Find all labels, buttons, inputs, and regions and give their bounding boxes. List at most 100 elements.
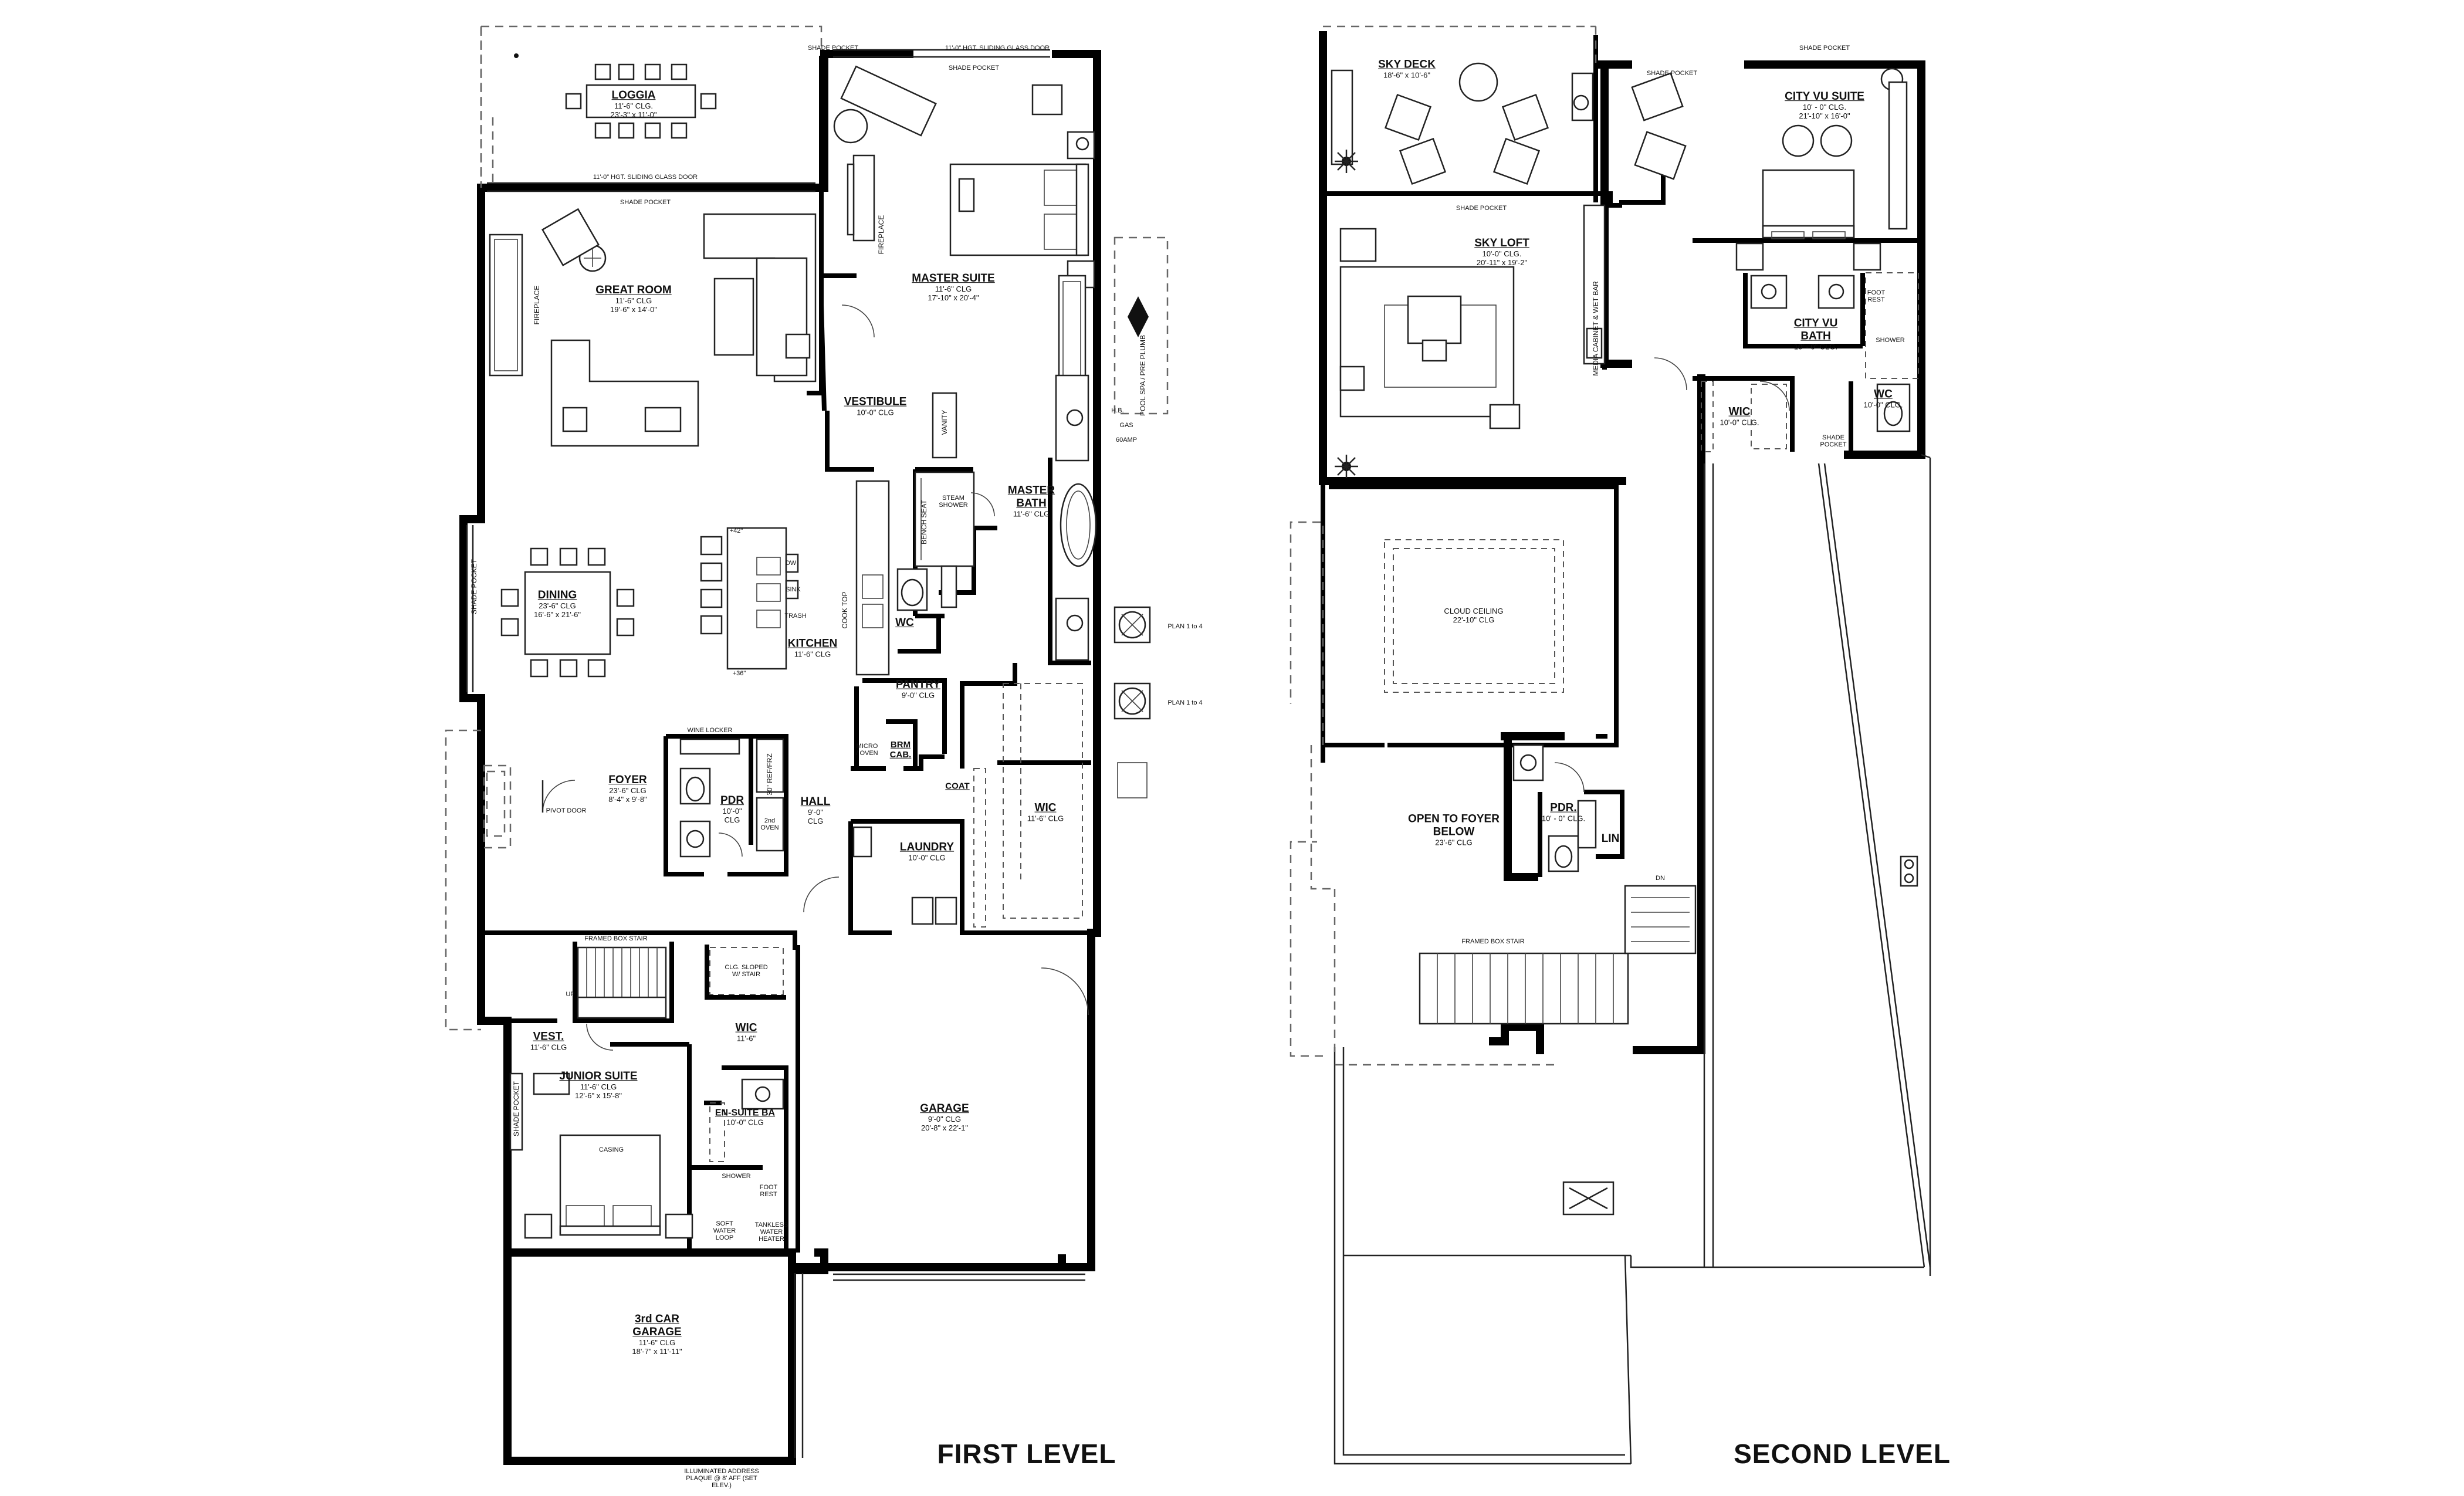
note-foot-rest-2: FOOT REST xyxy=(1867,289,1886,303)
loggia-table xyxy=(585,84,696,119)
room-label-pdr-1: PDR 10'-0" CLG xyxy=(720,794,744,824)
note-pivot-door: PIVOT DOOR xyxy=(546,807,587,814)
note-trash: TRASH xyxy=(784,612,807,620)
room-label-kitchen: KITCHEN 11'-6" CLG xyxy=(787,637,838,659)
note-plan-1: PLAN 1 to 4 xyxy=(1167,622,1203,630)
steam-shower xyxy=(914,471,975,567)
note-fireplace-great-room: FIREPLACE xyxy=(533,285,541,325)
second-level-plan xyxy=(1289,25,1931,1465)
note-60amp: 60AMP xyxy=(1115,436,1138,444)
note-shade-pocket-6: SHADE POCKET xyxy=(1456,204,1507,212)
note-framed-box-stair-2: FRAMED BOX STAIR xyxy=(1461,937,1525,945)
room-label-sky-deck: SKY DECK 18'-6" x 10'-6" xyxy=(1378,58,1436,80)
note-soft-water: SOFT WATER LOOP xyxy=(713,1220,736,1242)
note-clg-slope: CLG. SLOPED W/ STAIR xyxy=(725,963,768,978)
note-shade-pocket-4: SHADE POCKET xyxy=(1646,69,1698,77)
note-sliding-door-2: 11'-0" HGT. SLIDING GLASS DOOR xyxy=(593,173,698,181)
dining-table xyxy=(524,571,611,655)
note-fireplace-master: FIREPLACE xyxy=(877,215,885,255)
room-label-great-room: GREAT ROOM 11'-6" CLG 19'-6" x 14'-0" xyxy=(595,284,672,314)
room-label-master-bath: MASTER BATH 11'-6" CLG xyxy=(1007,484,1055,519)
note-foot-rest: FOOT REST xyxy=(759,1183,778,1198)
room-label-pantry: PANTRY 9'-0" CLG xyxy=(896,678,940,700)
note-framed-box-stair-1: FRAMED BOX STAIR xyxy=(584,935,648,942)
note-vanity: VANITY xyxy=(940,409,949,435)
note-address-plaque: ILLUMINATED ADDRESS PLAQUE @ 8' AFF (SET… xyxy=(684,1467,759,1490)
room-label-pdr-2: PDR. 10' - 0" CLG. xyxy=(1541,801,1586,823)
room-label-loggia: LOGGIA 11'-6" CLG. 23'-3" x 11'-0" xyxy=(610,89,657,119)
room-label-wc-2: WC 10'-0" CLG. xyxy=(1863,388,1903,409)
note-dw: DW xyxy=(785,559,797,567)
master-fireplace xyxy=(852,154,875,242)
second-stair xyxy=(1419,885,1697,1025)
room-label-city-vu-bath: CITY VU BATH 10' - 0" CLG. xyxy=(1793,317,1838,351)
room-label-hall: HALL 9'-0" CLG xyxy=(800,796,831,825)
note-second-oven: 2nd OVEN xyxy=(760,817,779,831)
level-title-first: FIRST LEVEL xyxy=(937,1439,1116,1469)
note-shade-pocket-5: SHADE POCKET xyxy=(1799,44,1850,52)
room-label-vestibule: VESTIBULE 10'-0" CLG xyxy=(844,395,907,417)
room-label-coat: COAT xyxy=(945,781,970,791)
note-hb: H.B. xyxy=(1111,407,1124,414)
note-shade-pocket-1: SHADE POCKET xyxy=(807,44,859,52)
room-label-sky-loft: SKY LOFT 10'-0" CLG. 20'-11" x 19'-2" xyxy=(1474,237,1529,267)
vanity xyxy=(932,392,957,459)
room-label-city-vu-suite: CITY VU SUITE 10' - 0" CLG. 21'-10" x 16… xyxy=(1785,90,1864,120)
room-label-garage: GARAGE 9'-0" CLG 20'-8" x 22'-1" xyxy=(920,1102,969,1132)
ref-frz xyxy=(756,738,784,793)
room-label-open-to-foyer: OPEN TO FOYER BELOW 23'-6" CLG xyxy=(1408,813,1500,847)
cooktop-counter xyxy=(855,480,890,676)
note-steam-shower: STEAM SHOWER xyxy=(939,494,968,509)
plant-icon xyxy=(1335,150,1358,173)
room-label-wic-2: WIC 10'-0" CLG. xyxy=(1720,405,1759,427)
note-cook-top: COOK TOP xyxy=(841,591,849,629)
fireplace xyxy=(489,233,523,377)
note-micro-oven: MICRO / OVEN xyxy=(856,742,878,757)
room-label-lin: LIN xyxy=(1601,832,1620,845)
note-plus42: +42" xyxy=(729,527,743,534)
note-plus36: +36" xyxy=(732,669,746,677)
room-label-vest: VEST. 11'-6" CLG xyxy=(530,1030,567,1052)
pool-spa-area xyxy=(1113,236,1169,415)
note-sliding-door-1: 11'-0" HGT. SLIDING GLASS DOOR xyxy=(945,44,1050,52)
bathtub xyxy=(1060,483,1097,567)
cloud-ceiling-outline xyxy=(1384,539,1564,693)
junior-bed xyxy=(559,1134,661,1236)
note-media-cabinet: MEDIA CABINET & WET BAR xyxy=(1592,281,1600,376)
room-label-master-suite: MASTER SUITE 11'-6" CLG 17'-10" x 20'-4" xyxy=(912,272,995,302)
room-label-foyer: FOYER 23'-6" CLG 8'-4" x 9'-8" xyxy=(608,774,647,804)
note-casing: CASING xyxy=(598,1146,624,1153)
note-dn: DN xyxy=(1656,874,1665,882)
pool-spa-icon xyxy=(1128,296,1149,337)
note-gas: GAS xyxy=(1119,421,1133,429)
room-label-brm-cab: BRM CAB. xyxy=(889,739,912,760)
note-sink: SINK xyxy=(786,585,801,593)
note-shade-pocket-2: SHADE POCKET xyxy=(948,64,1000,72)
room-label-junior-suite: JUNIOR SUITE 11'-6" CLG 12'-6" x 15'-8" xyxy=(559,1070,638,1100)
toilet-pdr xyxy=(685,776,705,802)
room-label-wic-jr: WIC 11'-6" xyxy=(735,1021,757,1043)
first-level-plan xyxy=(445,25,1169,1465)
toilet-1 xyxy=(901,578,924,607)
room-label-third-car-garage: 3rd CAR GARAGE 11'-6" CLG 18'-7" x 11'-1… xyxy=(632,1313,682,1356)
room-label-en-suite-ba: EN-SUITE BA 10'-0" CLG xyxy=(715,1108,776,1127)
note-shade-pocket-3: SHADE POCKET xyxy=(620,198,671,206)
first-stair xyxy=(577,946,667,1019)
room-label-wic-master: WIC 11'-6" CLG xyxy=(1027,801,1064,823)
note-up: UP xyxy=(566,990,575,998)
level-title-second: SECOND LEVEL xyxy=(1734,1439,1951,1469)
note-ref-frz: 30" REF/FRZ xyxy=(766,753,774,796)
note-plan-2: PLAN 1 to 4 xyxy=(1167,699,1203,706)
note-shade-pocket-7: SHADE POCKET xyxy=(1820,434,1847,448)
note-pool-spa: POOL SPA / PRE PLUMB xyxy=(1139,334,1147,417)
note-shade-pocket-jr: SHADE POCKET xyxy=(512,1081,520,1137)
toilet-2 xyxy=(1883,401,1903,427)
room-label-wc-1: WC xyxy=(895,617,914,629)
note-shower-2: SHOWER xyxy=(1876,336,1905,344)
note-wine-locker: WINE LOCKER xyxy=(687,726,733,734)
note-shade-pocket-dining: SHADE POCKET xyxy=(470,559,478,615)
note-bench-seat: BENCH SEAT xyxy=(920,500,928,544)
room-label-cloud-ceiling: CLOUD CEILING 22'-10" CLG xyxy=(1444,607,1504,624)
skylight xyxy=(1562,1181,1615,1216)
